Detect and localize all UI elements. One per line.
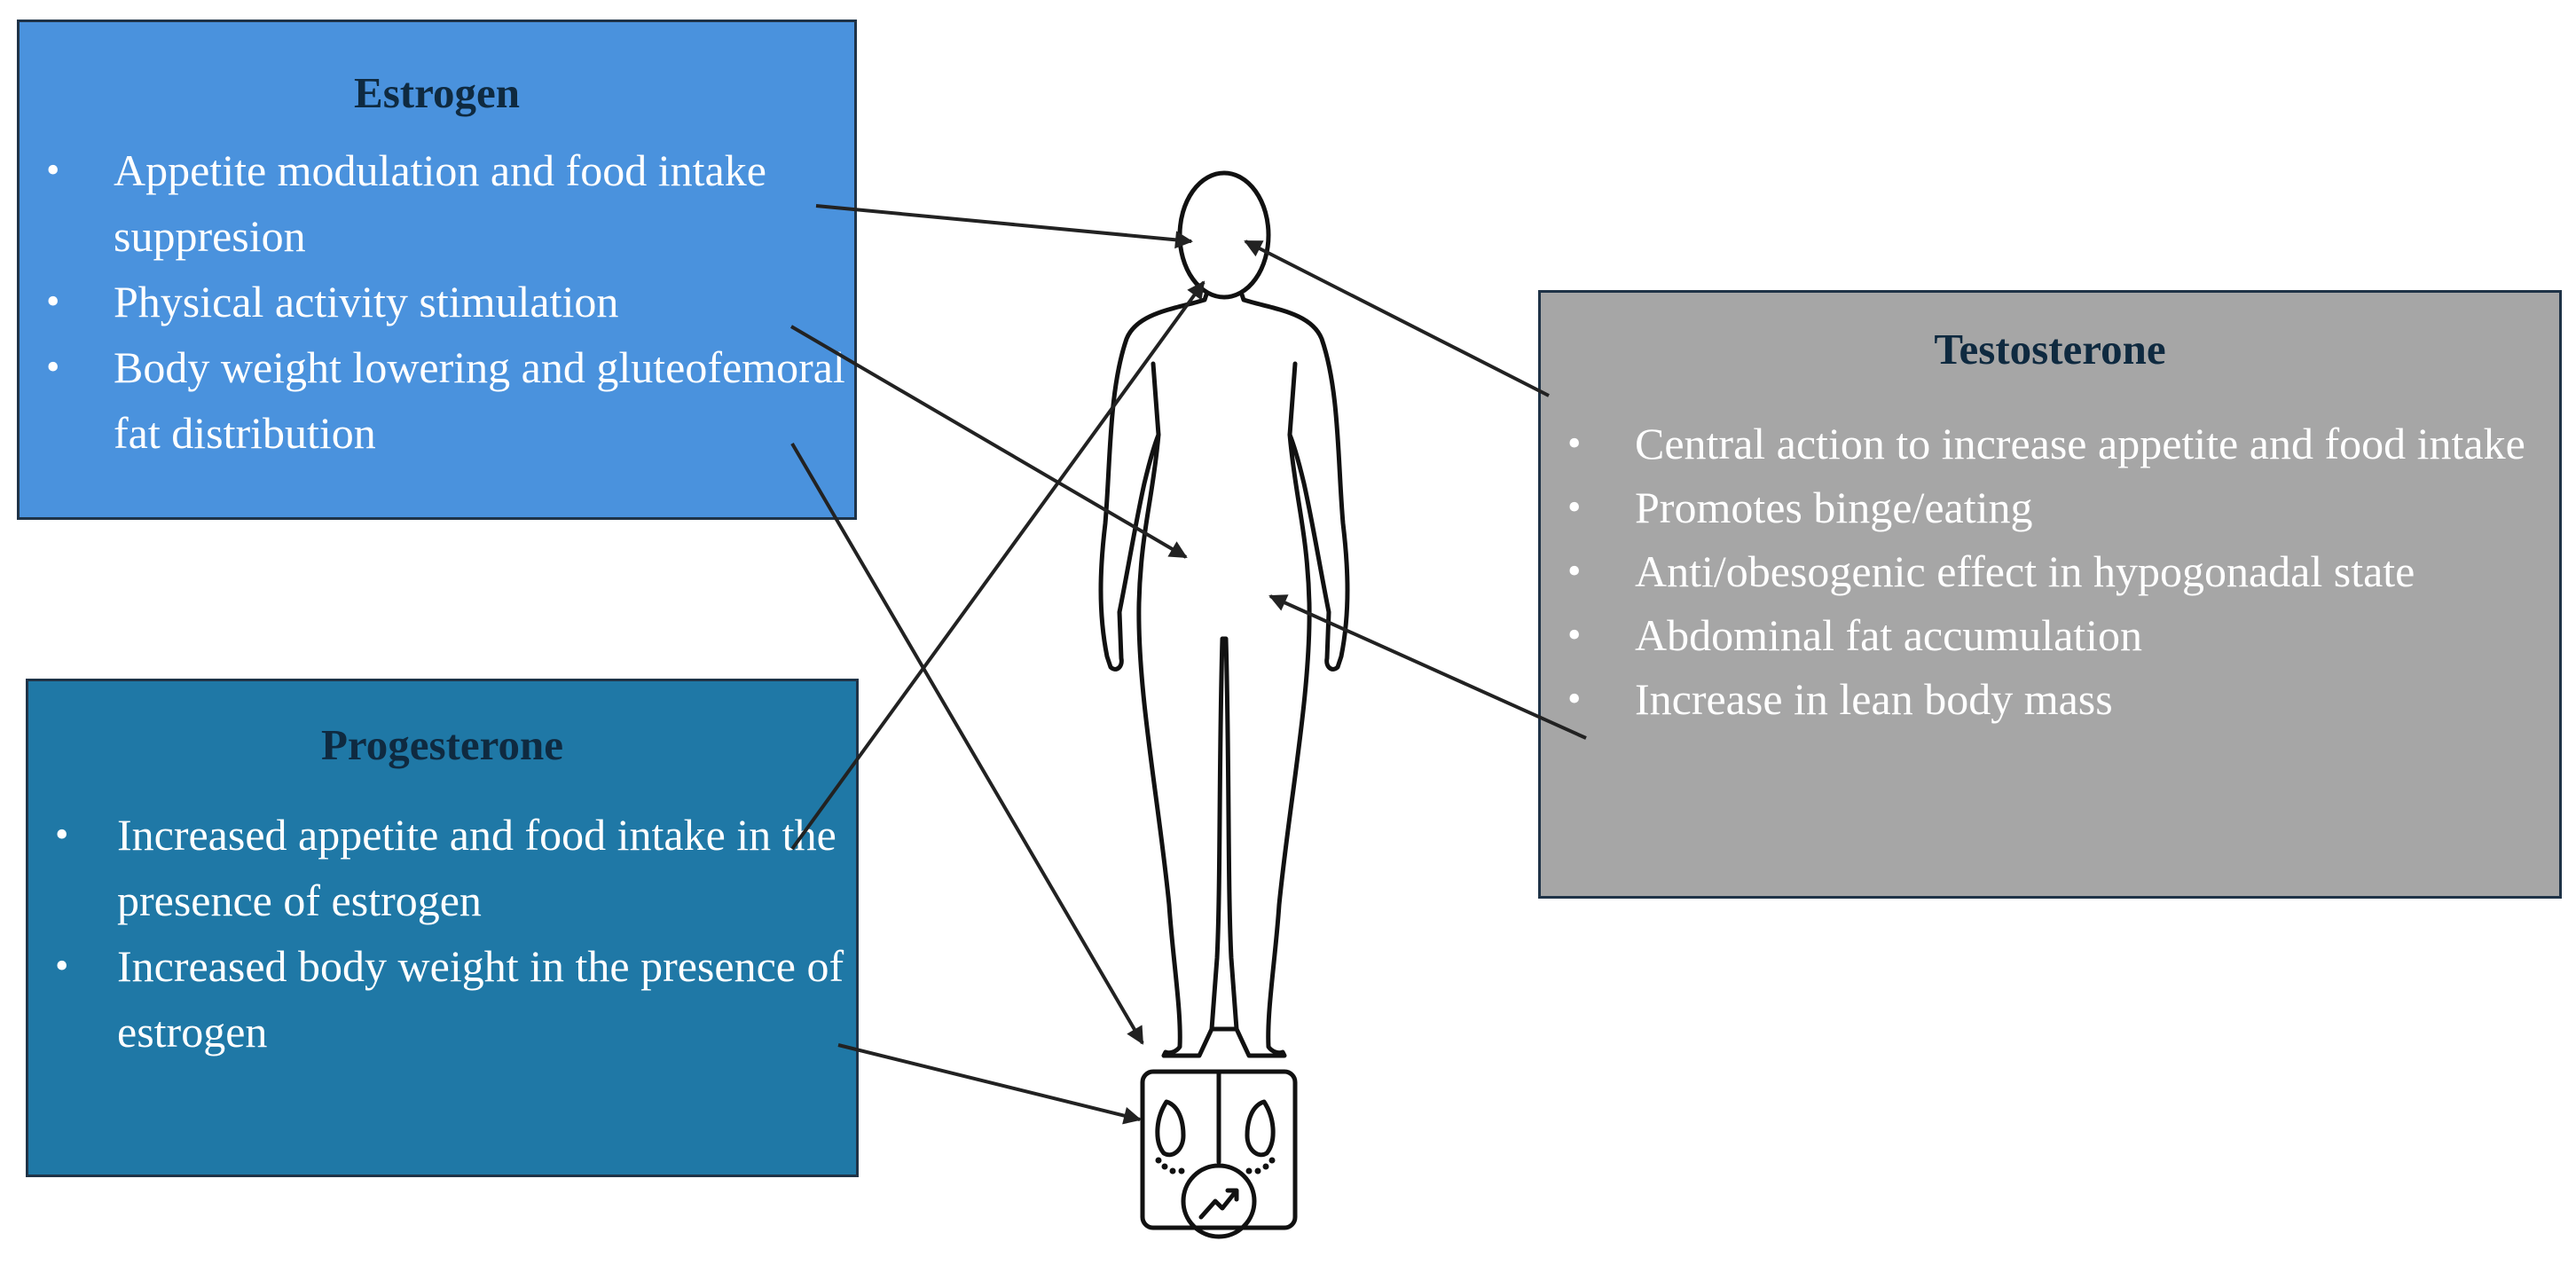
right-footprint-icon xyxy=(1245,1099,1276,1158)
progesterone-item: Increased appetite and food intake in th… xyxy=(28,802,856,933)
testosterone-title: Testosterone xyxy=(1934,325,2166,373)
scale-dial xyxy=(1181,1163,1257,1239)
testosterone-panel: Testosterone Central action to increase … xyxy=(1538,290,2562,899)
progesterone-list: Increased appetite and food intake in th… xyxy=(28,802,856,1065)
arrow-progesterone-to-head xyxy=(790,280,1206,851)
progesterone-title: Progesterone xyxy=(320,720,564,769)
estrogen-list: Appetite modulation and food intake supp… xyxy=(20,138,854,466)
progesterone-item: Increased body weight in the presence of… xyxy=(28,933,856,1065)
testosterone-item: Increase in lean body mass xyxy=(1541,667,2559,731)
estrogen-title: Estrogen xyxy=(354,68,520,117)
arrows xyxy=(789,204,1587,1125)
testosterone-list: Central action to increase appetite and … xyxy=(1541,412,2559,731)
body-outline xyxy=(1098,292,1350,1058)
testosterone-item: Promotes binge/eating xyxy=(1541,475,2559,539)
testosterone-item: Central action to increase appetite and … xyxy=(1541,412,2559,475)
estrogen-item: Body weight lowering and gluteofemoral f… xyxy=(20,334,854,466)
estrogen-item: Appetite modulation and food intake supp… xyxy=(20,138,854,269)
estrogen-item: Physical activity stimulation xyxy=(20,269,854,334)
testosterone-item: Anti/obesogenic effect in hypogonadal st… xyxy=(1541,539,2559,603)
trend-up-arrow-icon xyxy=(1198,1188,1239,1220)
testosterone-item: Abdominal fat accumulation xyxy=(1541,603,2559,667)
arrow-estrogen-to-head xyxy=(815,204,1193,249)
toe-dots-right xyxy=(1245,1157,1276,1175)
estrogen-panel: Estrogen Appetite modulation and food in… xyxy=(17,20,857,520)
arrow-estrogen-to-abdomen xyxy=(789,325,1188,559)
weight-scale-icon xyxy=(1140,1069,1298,1239)
arrow-testosterone-to-head xyxy=(1244,240,1550,397)
arrow-progesterone-to-scale xyxy=(837,1043,1142,1125)
progesterone-panel: Progesterone Increased appetite and food… xyxy=(26,679,859,1177)
body-arm-line-right xyxy=(1287,361,1298,437)
body-arm-line-left xyxy=(1151,361,1161,437)
left-footprint-icon xyxy=(1155,1099,1186,1158)
body-head xyxy=(1177,170,1271,300)
arrow-testosterone-to-abdomen xyxy=(1268,594,1587,740)
arrow-estrogen-to-scale xyxy=(790,442,1144,1045)
toe-dots-left xyxy=(1155,1157,1185,1175)
human-silhouette-icon xyxy=(1098,170,1350,1058)
